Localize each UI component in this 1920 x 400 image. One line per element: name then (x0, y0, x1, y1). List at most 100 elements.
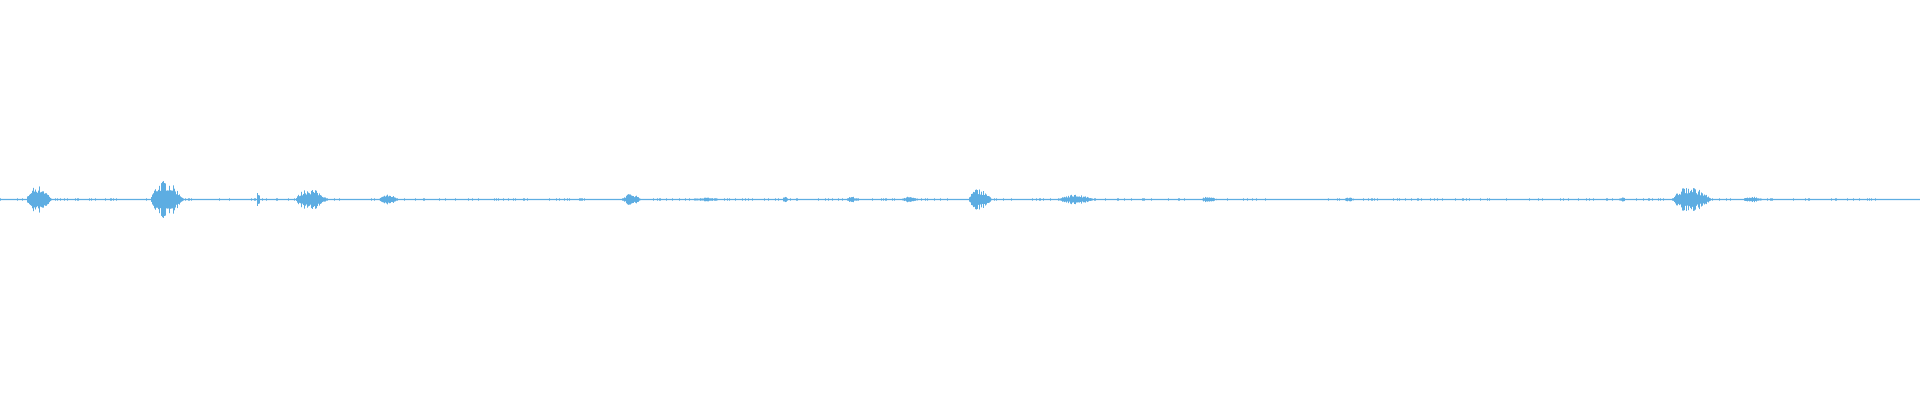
waveform-sample (1663, 198, 1664, 201)
waveform-sample (254, 198, 255, 201)
waveform-sample (1434, 198, 1435, 201)
waveform-sample (169, 185, 170, 214)
waveform-sample (818, 198, 819, 201)
waveform-sample (636, 195, 637, 204)
waveform-sample (111, 198, 112, 201)
waveform-sample (912, 197, 913, 202)
waveform-sample (445, 198, 446, 201)
waveform-sample (727, 198, 728, 201)
waveform-sample (161, 183, 162, 216)
waveform-sample (91, 198, 92, 201)
waveform-sample (825, 198, 826, 201)
waveform-sample (886, 198, 887, 201)
waveform-sample (702, 198, 703, 201)
waveform-sample (34, 191, 35, 208)
waveform-sample (40, 192, 41, 207)
waveform-sample (1081, 195, 1082, 204)
waveform-sample (159, 185, 160, 214)
waveform-sample (927, 198, 928, 201)
waveform-sample (1092, 198, 1093, 201)
waveform-sample (173, 185, 174, 214)
waveform-sample (166, 190, 167, 209)
waveform-sample (1869, 198, 1870, 201)
waveform-sample (1760, 198, 1761, 201)
waveform-sample (712, 198, 713, 201)
waveform-sample (1835, 198, 1836, 201)
waveform-sample (975, 189, 976, 210)
waveform-sample (974, 192, 975, 207)
waveform-sample (1853, 198, 1854, 201)
waveform-sample (325, 197, 326, 202)
waveform-sample (1212, 197, 1213, 202)
waveform-sample (653, 198, 654, 201)
waveform-sample (41, 191, 42, 208)
waveform-sample (0, 198, 1, 201)
waveform-sample (1753, 197, 1754, 202)
waveform-sample (38, 190, 39, 209)
waveform-sample (1771, 198, 1772, 201)
waveform-sample (523, 198, 524, 201)
waveform-sample (978, 194, 979, 205)
waveform-sample (1622, 197, 1623, 202)
waveform-sample (679, 198, 680, 201)
waveform-sample (1751, 197, 1752, 202)
waveform-sample (735, 198, 736, 201)
waveform-sample (49, 196, 50, 203)
waveform-sample (640, 198, 641, 201)
waveform-sample (1676, 193, 1677, 206)
waveform-sample (1719, 198, 1720, 201)
waveform-sample (229, 198, 230, 201)
waveform-sample (1770, 198, 1771, 201)
waveform-sample (894, 198, 895, 201)
waveform-sample (1363, 198, 1364, 201)
waveform-sample (724, 198, 725, 201)
waveform-sample (1586, 198, 1587, 201)
waveform-sample (628, 194, 629, 205)
waveform-sample (579, 198, 580, 201)
waveform-sample (1421, 198, 1422, 201)
waveform-sample (308, 192, 309, 207)
waveform-sample (1748, 198, 1749, 201)
waveform-sample (914, 198, 915, 201)
waveform-sample (478, 198, 479, 201)
waveform-sample (1506, 198, 1507, 201)
waveform-sample (1687, 193, 1688, 206)
waveform-sample (35, 189, 36, 210)
waveform-sample (666, 198, 667, 201)
waveform-sample (1371, 198, 1372, 201)
waveform-sample (277, 198, 278, 201)
waveform-sample (1405, 198, 1406, 201)
waveform-sample (976, 189, 977, 210)
waveform-sample (637, 196, 638, 203)
waveform-sample (251, 198, 252, 201)
waveform-sample (713, 198, 714, 201)
waveform-sample (339, 198, 340, 201)
waveform-sample (784, 197, 785, 202)
waveform-sample (1094, 198, 1095, 201)
waveform-sample (1087, 196, 1088, 203)
waveform-sample (708, 197, 709, 202)
waveform-sample (404, 198, 405, 201)
waveform-sample (423, 198, 424, 201)
waveform-sample (1487, 198, 1488, 201)
waveform-sample (988, 196, 989, 203)
waveform-sample (701, 198, 702, 201)
waveform-sample (921, 198, 922, 201)
waveform-sample (752, 198, 753, 201)
waveform-sample (1636, 198, 1637, 201)
waveform-sample (1761, 198, 1762, 201)
waveform-sample (1758, 198, 1759, 201)
waveform-sample (1374, 198, 1375, 201)
waveform-sample (1349, 197, 1350, 202)
waveform-sample (1346, 197, 1347, 202)
waveform-sample (1702, 193, 1703, 206)
waveform-sample (996, 198, 997, 201)
waveform-sample (783, 197, 784, 202)
waveform-sample (455, 198, 456, 201)
waveform-sample (334, 198, 335, 201)
waveform-sample (567, 198, 568, 201)
waveform-sample (857, 198, 858, 201)
waveform-sample (1204, 198, 1205, 201)
